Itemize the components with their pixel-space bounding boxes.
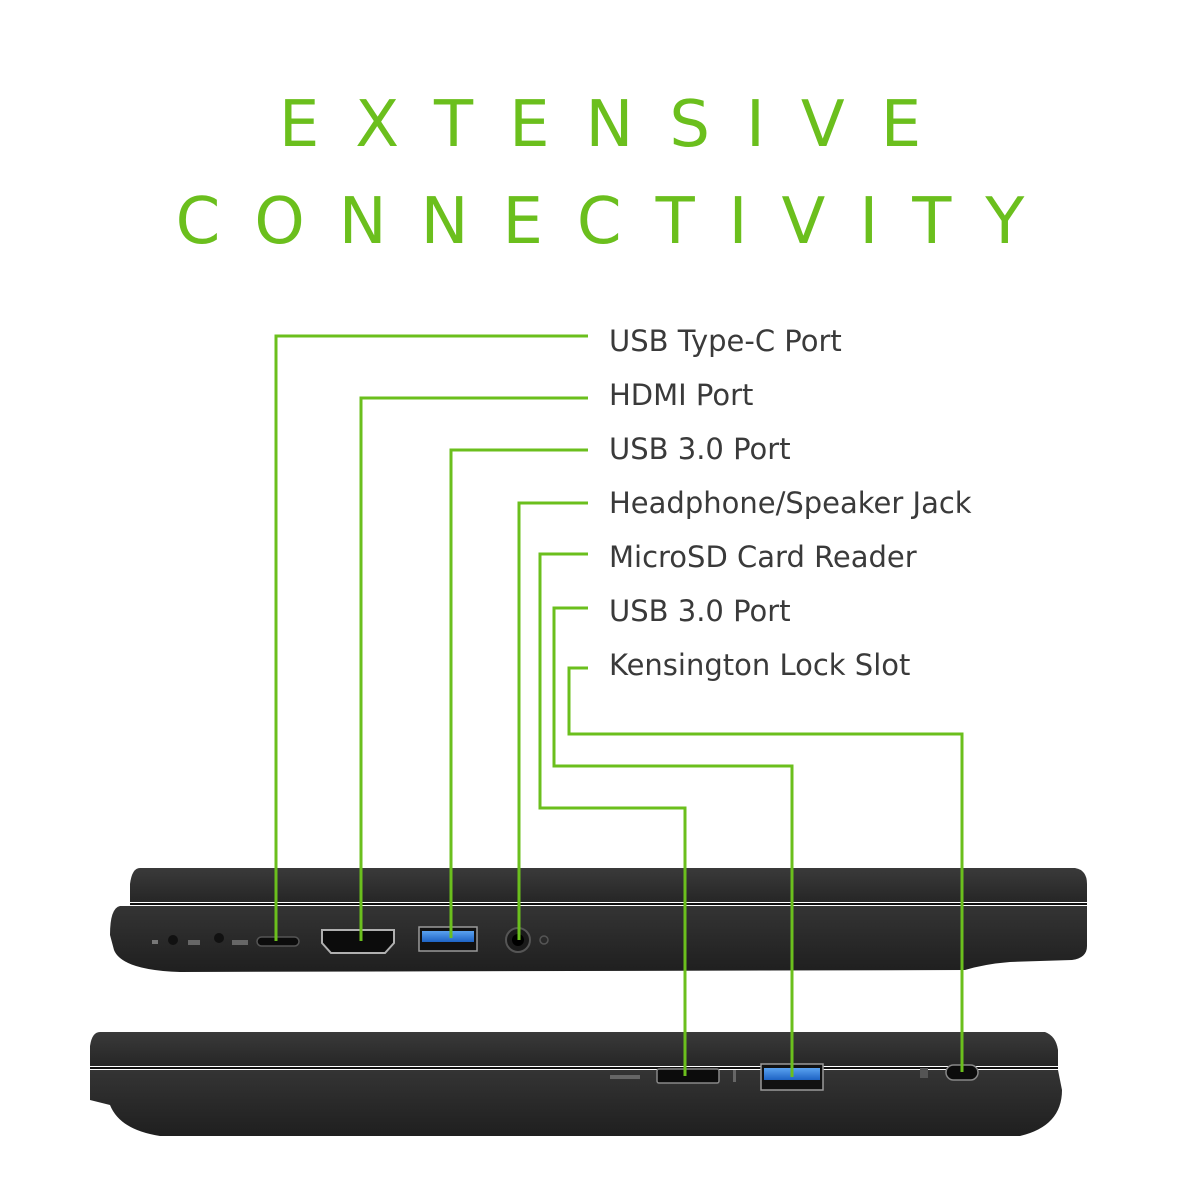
label-usb-type-c: USB Type-C Port — [609, 324, 842, 358]
title-connectivity: CONNECTIVITY — [175, 185, 1059, 259]
callout-lines — [274, 334, 964, 1077]
status-led — [168, 935, 178, 945]
label-usb-3-right: USB 3.0 Port — [609, 594, 791, 628]
callout-hdmi — [359, 396, 588, 941]
status-led — [214, 933, 224, 943]
hdmi-port — [321, 929, 395, 954]
label-kensington-lock: Kensington Lock Slot — [609, 648, 911, 682]
microsd-card-reader — [656, 1068, 720, 1084]
laptop-right-side — [90, 1032, 1062, 1136]
callout-usb-type-c — [274, 334, 588, 941]
callout-kensington — [567, 666, 964, 1072]
label-hdmi: HDMI Port — [609, 378, 754, 412]
laptop-left-side — [110, 868, 1087, 972]
callout-microsd — [538, 552, 687, 1076]
label-headphone-jack: Headphone/Speaker Jack — [609, 486, 972, 520]
callout-usb-3-left — [449, 448, 588, 938]
usb-type-c-port — [256, 936, 300, 947]
label-microsd-reader: MicroSD Card Reader — [609, 540, 917, 574]
title-extensive: EXTENSIVE — [278, 88, 958, 162]
label-usb-3-left: USB 3.0 Port — [609, 432, 791, 466]
callout-usb-3-right — [552, 606, 794, 1077]
callout-headphone — [517, 501, 588, 940]
